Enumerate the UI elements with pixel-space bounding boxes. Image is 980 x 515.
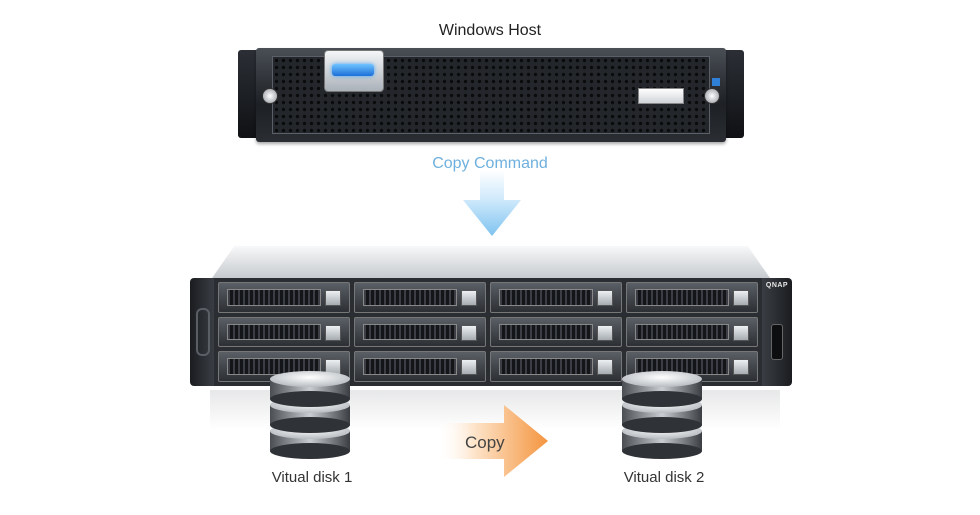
nas-drive-bays	[214, 278, 762, 386]
server-bezel	[256, 48, 726, 142]
database-icon	[622, 371, 702, 459]
drive-bay	[490, 282, 622, 313]
drive-bay	[490, 316, 622, 348]
copy-label: Copy	[465, 433, 505, 452]
nas-top-cover	[212, 246, 770, 278]
server-status-indicator	[712, 78, 720, 86]
drive-bay	[490, 351, 622, 382]
drive-bay	[626, 316, 758, 348]
server-led-bar	[332, 64, 374, 76]
drive-bay	[354, 351, 486, 382]
virtual-disk-1-label: Vitual disk 1	[271, 469, 353, 486]
database-icon	[270, 371, 350, 459]
server-left-knob	[262, 88, 278, 104]
arrow-down-icon	[463, 170, 521, 236]
server-right-knob	[704, 88, 720, 104]
nas-brand-logo: QNAP	[765, 282, 789, 289]
virtual-disk-2-label: Vitual disk 2	[623, 469, 705, 486]
windows-host-label: Windows Host	[438, 22, 542, 39]
server-drive-slot	[638, 88, 684, 104]
drive-bay	[626, 282, 758, 313]
arrow-right-icon	[436, 405, 548, 477]
qnap-nas-device: QNAP	[190, 246, 792, 388]
drive-bay	[354, 316, 486, 348]
drive-bay	[218, 282, 350, 313]
nas-left-ear	[190, 278, 214, 386]
nas-control-panel	[771, 324, 783, 360]
drive-bay	[354, 282, 486, 313]
drive-bay	[218, 316, 350, 348]
copy-command-label: Copy Command	[432, 155, 548, 172]
windows-host-server	[238, 48, 744, 142]
